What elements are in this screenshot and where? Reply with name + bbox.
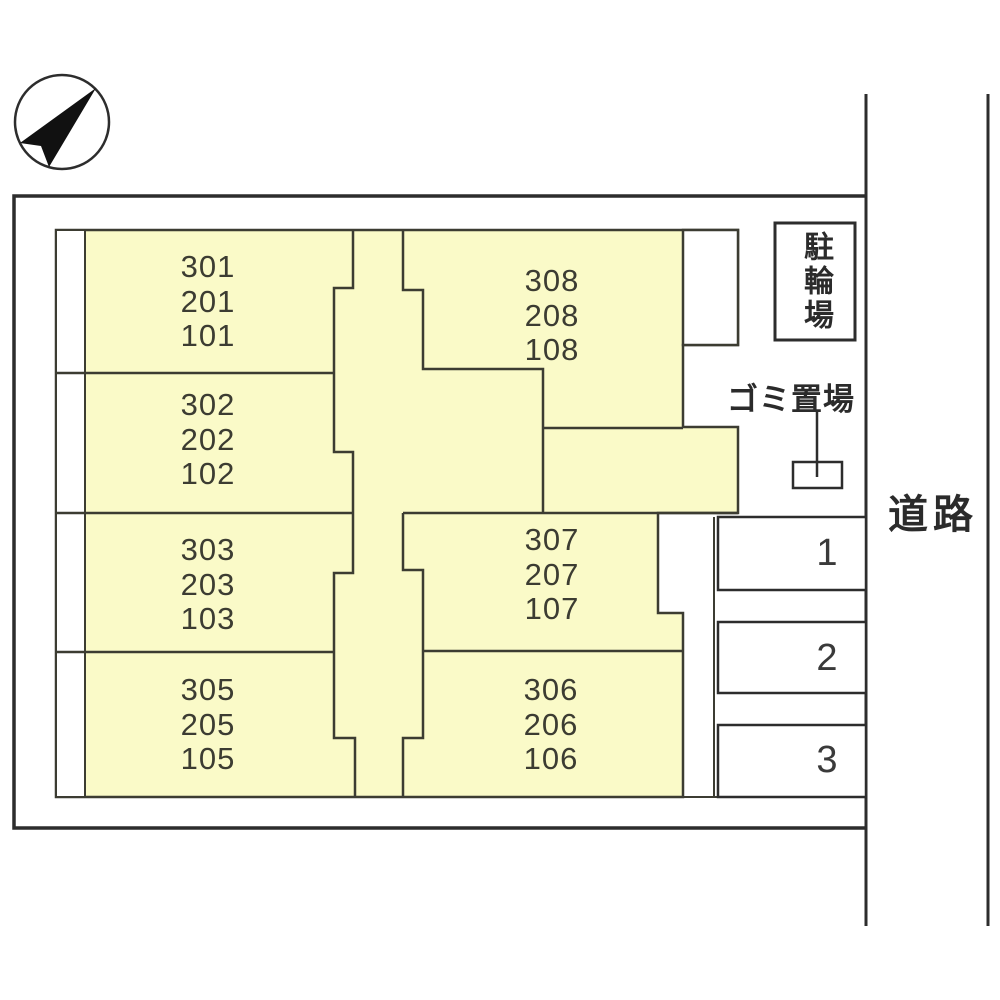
unit-label-101: 301 201 101 (180, 249, 236, 353)
bicycle-parking-label: 駐輪場 (799, 230, 832, 333)
stairwell-left-wall (332, 230, 357, 797)
unit-label-105: 305 205 105 (180, 672, 236, 776)
unit-label-103: 303 203 103 (180, 532, 236, 636)
parking-space-3-box (716, 723, 868, 799)
stairwell-right-wall-lower (401, 513, 425, 797)
north-arrow-icon (20, 88, 96, 167)
bicycle-parking-box (773, 221, 857, 342)
property-boundary (12, 194, 866, 830)
parking-space-1-box (716, 515, 868, 592)
garbage-area-label: ゴミ置場 (727, 382, 855, 417)
parking-space-2-label: 2 (816, 637, 838, 679)
unit-label-102: 302 202 102 (180, 387, 236, 491)
entrance-box (681, 228, 740, 347)
parking-space-2-box (716, 620, 868, 695)
unit-label-106: 306 206 106 (523, 672, 579, 776)
parking-space-3-label: 3 (816, 739, 838, 781)
unit-label-107: 307 207 107 (524, 522, 580, 626)
road-label: 道路 (888, 493, 978, 537)
parking-space-1-label: 1 (816, 532, 838, 574)
unit-label-108: 308 208 108 (524, 263, 580, 367)
stairwell-right-wall-upper (401, 230, 545, 513)
